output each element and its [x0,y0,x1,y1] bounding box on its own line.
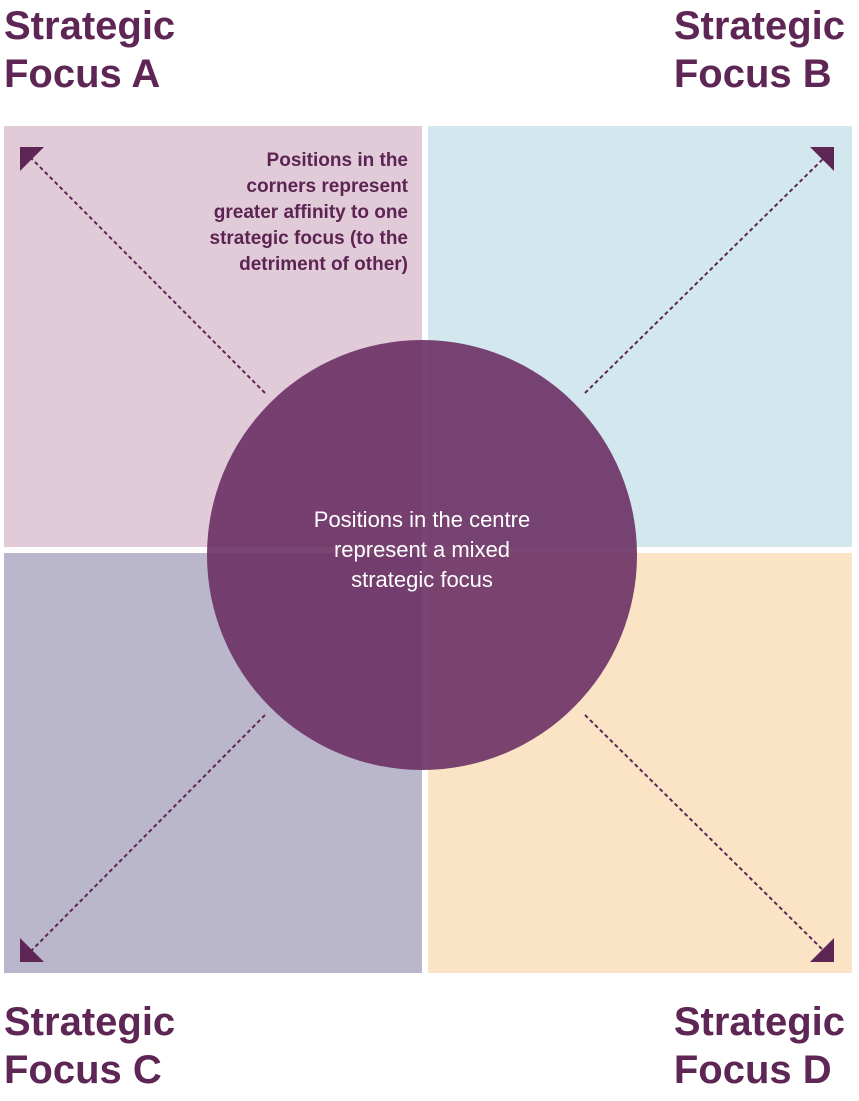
arrowhead-c-icon [20,938,44,962]
title-line: Strategic [673,4,845,48]
arrow-line-c [29,714,266,953]
title-line: Strategic [4,1000,176,1044]
note-line: Positions in the [266,150,408,171]
note-line: greater affinity to one [213,202,408,223]
note-line: detriment of other) [239,254,408,275]
centre-circle [207,340,637,770]
note-line: strategic focus (to the [209,228,408,249]
title-line: Strategic [4,4,176,48]
title-line: Focus A [4,52,161,96]
note-line: represent a mixed [333,537,511,562]
note-line: strategic focus [351,567,493,592]
title-line: Focus B [673,52,832,96]
title-line: Focus D [673,1048,832,1092]
arrowhead-d-icon [810,938,834,962]
corner-note: Positions in the corners represent great… [160,148,408,278]
note-line: Positions in the centre [313,507,531,532]
arrowhead-a-icon [20,147,44,171]
title-line: Focus C [4,1048,162,1092]
arrow-line-b [584,156,826,394]
centre-note: Positions in the centre represent a mixe… [262,505,582,595]
note-line: corners represent [246,176,408,197]
arrowhead-b-icon [810,147,834,171]
title-line: Strategic [673,1000,845,1044]
arrow-line-d [584,714,826,953]
